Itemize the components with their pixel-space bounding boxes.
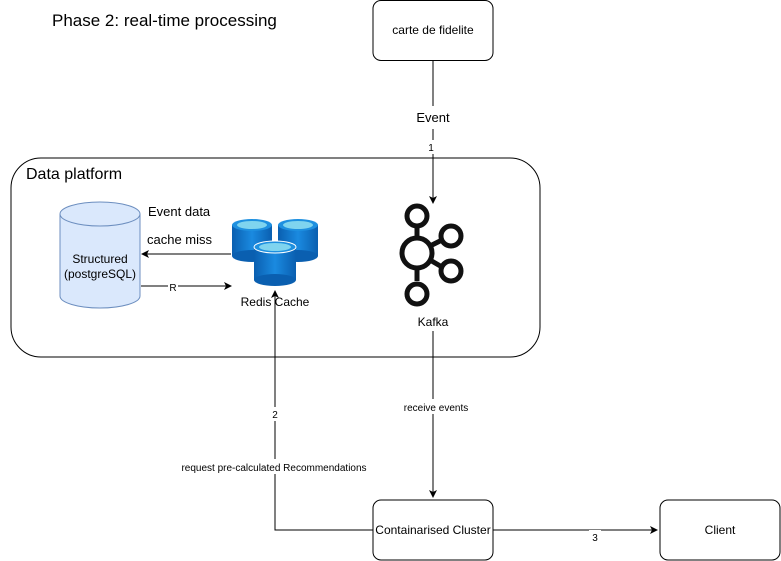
db-label-line2: (postgreSQL) xyxy=(64,267,136,281)
db-label-line1: Structured xyxy=(72,252,127,266)
request-label-bg xyxy=(170,459,378,474)
client-node[interactable] xyxy=(659,499,781,561)
step2-label: 2 xyxy=(272,410,278,421)
cache-miss-label: cache miss xyxy=(147,232,213,247)
kafka-icon[interactable] xyxy=(399,203,464,307)
loyalty-card-node[interactable] xyxy=(372,0,494,61)
r-label-bg xyxy=(168,282,178,292)
edge-cluster-redis xyxy=(271,290,373,531)
r-edge-label: R xyxy=(169,283,176,294)
kafka-label: Kafka xyxy=(418,315,449,329)
step1-label-bg xyxy=(425,140,441,154)
diagram-title: Phase 2: real-time processing xyxy=(52,11,277,30)
request-recommendations-label: request pre-calculated Recommendations xyxy=(181,463,366,474)
cluster-label: Containarised Cluster xyxy=(375,523,490,537)
client-label: Client xyxy=(705,523,736,537)
postgres-db-node[interactable] xyxy=(59,201,141,309)
loyalty-card-label: carte de fidelite xyxy=(392,23,474,37)
receive-events-label-bg xyxy=(398,399,474,414)
event-data-label: Event data xyxy=(148,204,211,219)
data-platform-label: Data platform xyxy=(26,166,122,183)
receive-events-label: receive events xyxy=(404,403,468,414)
step1-label: 1 xyxy=(428,143,434,154)
step2-label-bg xyxy=(269,407,281,421)
redis-cylinder-front xyxy=(253,240,297,286)
event-edge-label: Event xyxy=(416,110,450,125)
step3-label-bg xyxy=(589,530,601,543)
redis-cylinder-right xyxy=(278,219,318,262)
redis-cache-icon[interactable] xyxy=(232,219,318,286)
step3-label: 3 xyxy=(592,533,598,544)
